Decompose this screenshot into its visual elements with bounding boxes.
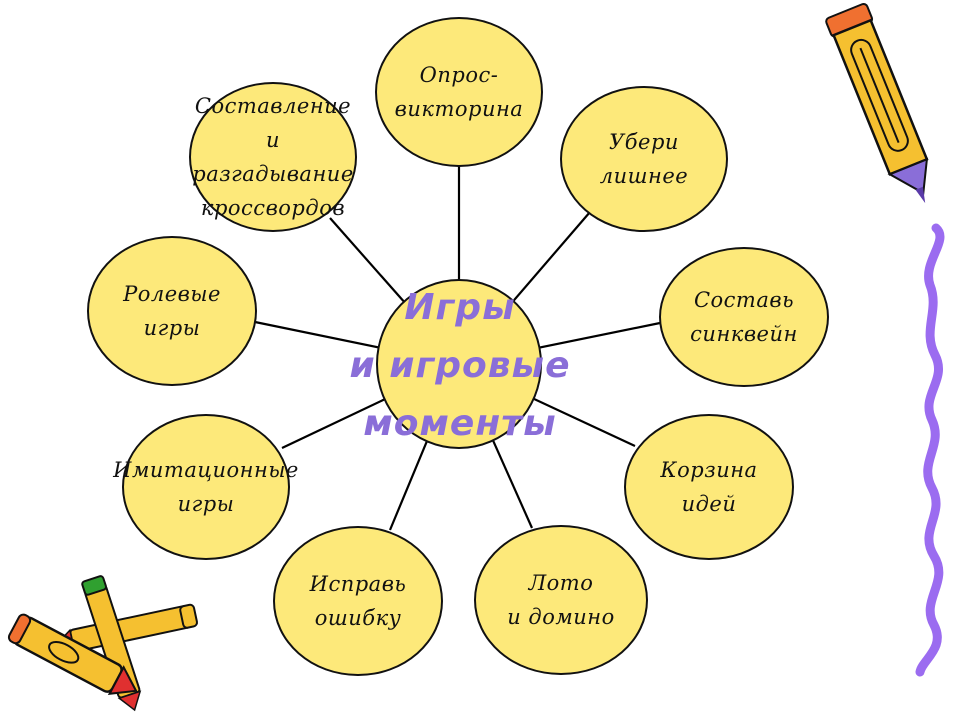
node-label: Корзина идей bbox=[660, 458, 758, 516]
pencil-icon bbox=[7, 613, 138, 695]
node-isprav: Исправь ошибку bbox=[273, 526, 443, 676]
node-label: Убери лишнее bbox=[599, 130, 689, 188]
node-imitatsionnye: Имитационные игры bbox=[113, 414, 298, 560]
node-label: Опрос- викторина bbox=[394, 63, 524, 121]
node-label: Имитационные игры bbox=[113, 458, 299, 516]
center-label: Игры и игровые моменты bbox=[349, 287, 571, 444]
node-label: Составление и разгадывание кроссвордов bbox=[192, 94, 354, 220]
node-label: Составь синквейн bbox=[690, 288, 798, 346]
node-sinkveyn: Составь синквейн bbox=[659, 247, 829, 387]
node-uberi: Убери лишнее bbox=[560, 86, 728, 232]
node-krossvordy: Составление и разгадывание кроссвордов bbox=[189, 82, 357, 232]
node-label: Исправь ошибку bbox=[309, 572, 407, 630]
node-label: Лото и домино bbox=[507, 571, 615, 629]
squiggle-decoration bbox=[915, 223, 945, 677]
node-korzina: Корзина идей bbox=[624, 414, 794, 560]
node-opros: Опрос- викторина bbox=[375, 17, 543, 167]
node-label: Ролевые игры bbox=[123, 282, 221, 340]
pencil-icon bbox=[825, 2, 929, 204]
node-loto: Лото и домино bbox=[474, 525, 648, 675]
node-rolevye: Ролевые игры bbox=[87, 236, 257, 386]
center-node bbox=[376, 279, 542, 449]
